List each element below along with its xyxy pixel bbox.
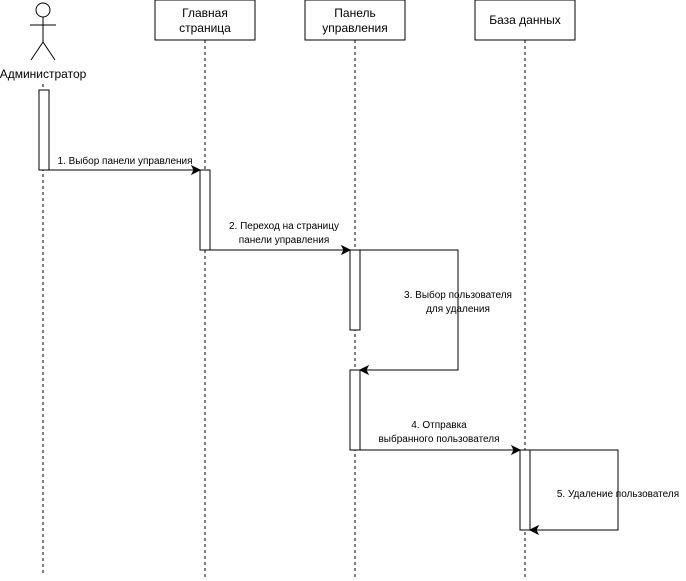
activation-main-page bbox=[199, 169, 211, 251]
message-1: 1. Выбор панели управления bbox=[49, 155, 202, 176]
actor-right-leg bbox=[42, 41, 56, 61]
message-label: 5. Удаление пользователя bbox=[557, 489, 679, 500]
participant-box bbox=[154, 0, 256, 41]
arrowhead bbox=[510, 444, 522, 456]
activation-control-panel-2 bbox=[349, 369, 361, 451]
message-label-line1: 3. Выбор пользователя bbox=[404, 289, 512, 301]
participant-label: База данных bbox=[489, 13, 560, 27]
actor-head bbox=[35, 2, 51, 18]
participant-label-line1: Главная bbox=[182, 6, 228, 20]
message-label: 1. Выбор панели управления bbox=[57, 155, 192, 167]
arrowhead bbox=[190, 164, 202, 176]
message-label-line1: 2. Переход на страницу bbox=[229, 221, 339, 232]
participant-control-panel: Панель управления bbox=[304, 0, 406, 41]
message-label-line2: панели управления bbox=[239, 235, 329, 246]
message-label-line2: для удаления bbox=[426, 304, 490, 315]
actor-administrator: Администратор bbox=[0, 2, 87, 81]
message-5: 5. Удаление пользователя bbox=[528, 449, 679, 536]
actor-label: Администратор bbox=[0, 67, 87, 81]
actor-left-leg bbox=[30, 41, 44, 61]
message-3: 3. Выбор пользователя для удаления bbox=[358, 249, 512, 376]
message-4: 4. Отправка выбранного пользователя bbox=[360, 420, 522, 456]
activation-administrator bbox=[38, 89, 50, 171]
message-label-line2: выбранного пользователя bbox=[378, 433, 499, 445]
participant-label-line2: страница bbox=[179, 21, 231, 35]
activation-control-panel-1 bbox=[349, 249, 361, 331]
message-arrow-line bbox=[530, 449, 619, 531]
participant-label-line2: управления bbox=[322, 21, 387, 35]
message-label-line1: 4. Отправка bbox=[411, 420, 467, 431]
participant-main-page: Главная страница bbox=[154, 0, 256, 41]
arrowhead bbox=[340, 244, 352, 256]
participant-box bbox=[304, 0, 406, 41]
message-2: 2. Переход на страницу панели управления bbox=[210, 221, 352, 256]
message-arrow-line bbox=[360, 249, 459, 371]
activation-database bbox=[519, 449, 531, 531]
participant-database: База данных bbox=[474, 0, 576, 41]
participant-label-line1: Панель bbox=[334, 6, 375, 20]
arrowhead bbox=[358, 364, 370, 376]
arrowhead bbox=[528, 524, 540, 536]
